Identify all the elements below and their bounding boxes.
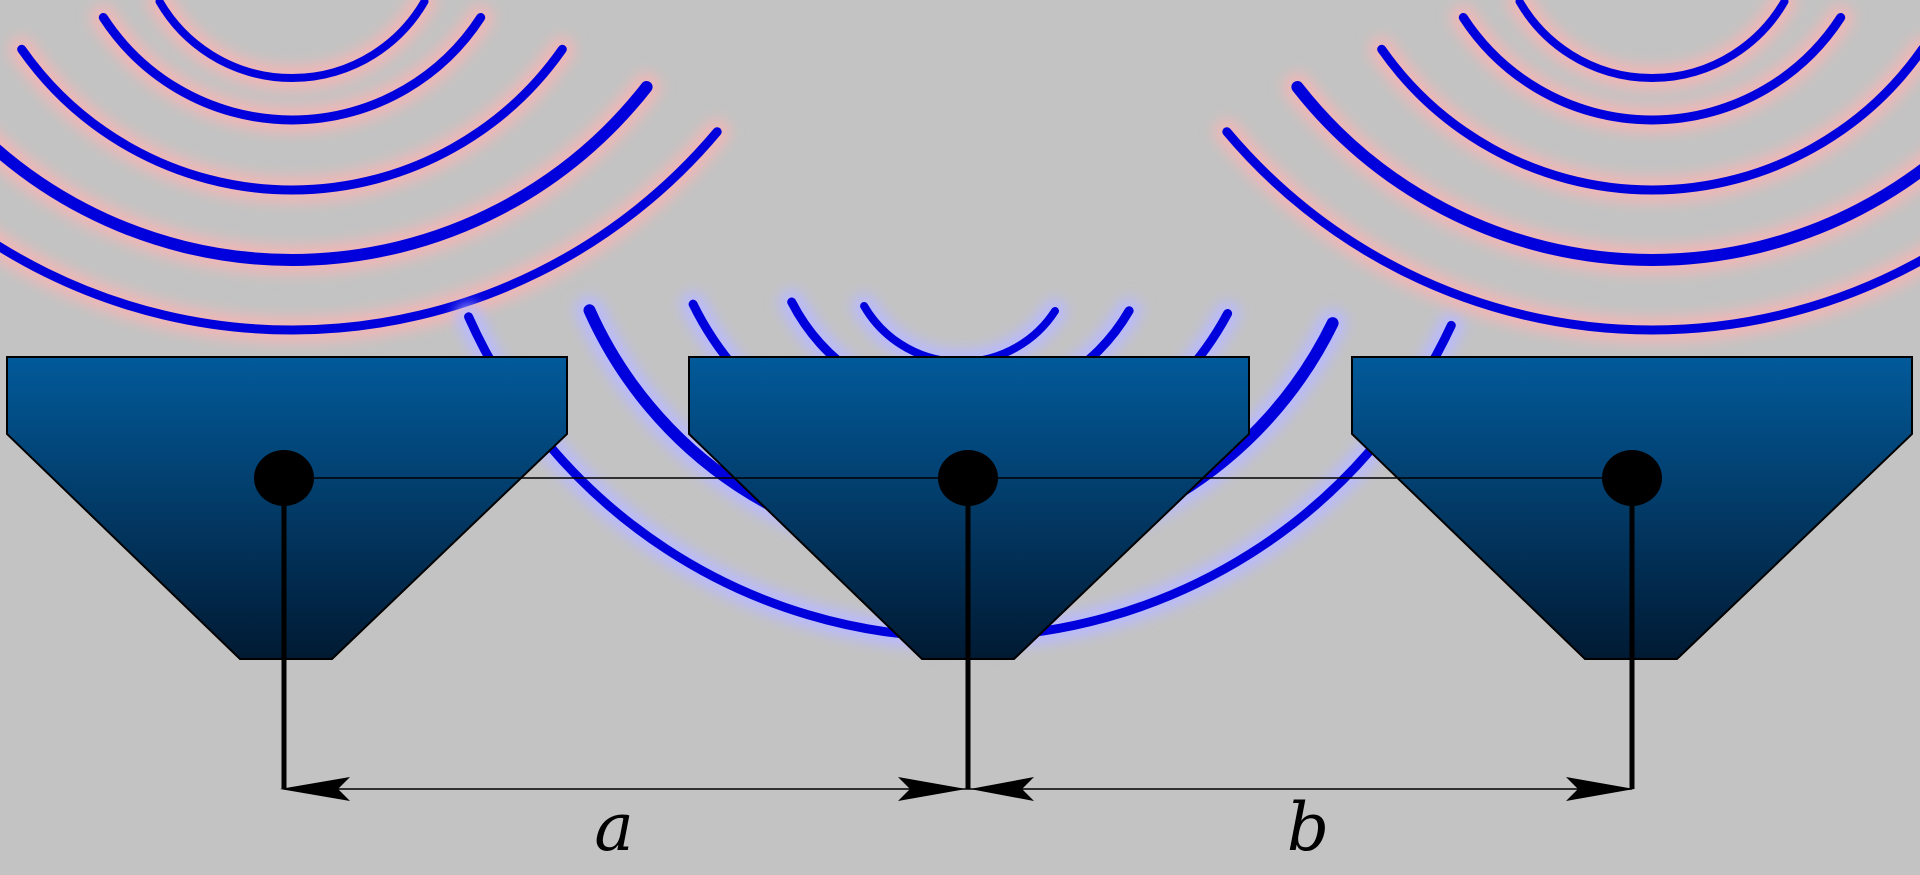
wave-arc-1: [1515, 0, 1789, 82]
wave-arcs: [1222, 0, 1920, 335]
wave-arc-1: [155, 0, 429, 82]
dimension-label-a: a: [594, 789, 633, 866]
horn-antenna-icon: [6, 356, 568, 660]
wave-arc-4: [0, 81, 653, 266]
wave-arc-3: [17, 44, 567, 195]
dimension-arrow-a-left-icon: [280, 777, 350, 801]
feed-point-right: [1602, 450, 1662, 506]
dimension-arrow-b-right-icon: [1566, 777, 1634, 801]
wave-arc-4: [1291, 81, 1920, 266]
wave-arc-2: [98, 13, 486, 125]
wave-arc-5: [0, 127, 722, 335]
wave-arc-2: [1458, 13, 1846, 125]
wave-arcs: [0, 0, 722, 335]
dimension-label-b: b: [1287, 789, 1329, 866]
dimension-arrow-a-right-icon: [898, 777, 966, 801]
dimension-arrow-b-left-icon: [970, 777, 1034, 801]
antenna-left: [6, 356, 568, 660]
radio-waves-left-icon: [0, 0, 730, 343]
radio-waves-right-icon: [1214, 0, 1920, 343]
feed-point-left: [254, 450, 314, 506]
feed-point-center: [938, 450, 998, 506]
wave-arc-3: [1377, 44, 1920, 195]
wave-arc-5: [1222, 127, 1920, 335]
